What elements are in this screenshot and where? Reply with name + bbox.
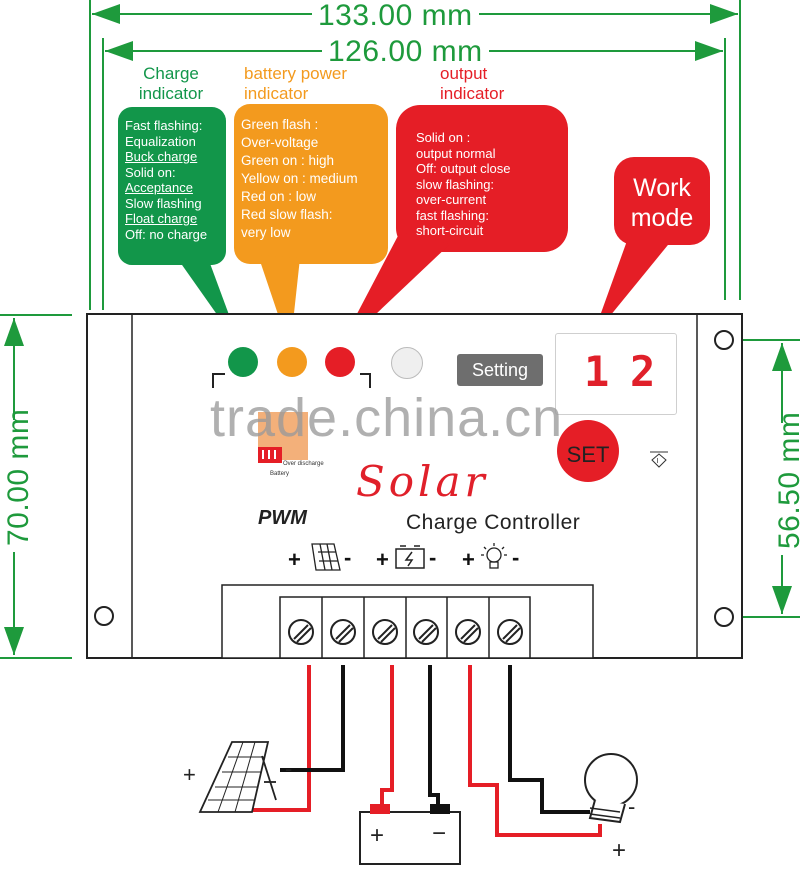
battery-drawing — [359, 804, 461, 865]
battery-indicator-title: battery power indicator — [244, 64, 347, 103]
load-plus-sign: + — [462, 547, 475, 572]
status-led — [391, 347, 423, 379]
output-led — [325, 347, 355, 377]
charge-controller-label: Charge Controller — [406, 511, 581, 534]
load-minus-sign: - — [512, 545, 520, 570]
terminal-block — [221, 584, 594, 659]
mount-hole-bottom-left — [94, 606, 114, 626]
led-bracket — [212, 373, 371, 388]
mode-display: 1 2 — [555, 333, 677, 415]
brand-solar-word: Solar — [356, 457, 489, 506]
battery-minus-sign: - — [429, 545, 437, 570]
mount-hole-top-right — [714, 330, 734, 350]
overall-width-label: 133.00 mm — [312, 0, 479, 32]
solar-plus-sign: + — [288, 547, 301, 572]
charge-indicator-title: Charge indicator — [138, 64, 204, 103]
battery-icon — [395, 545, 425, 569]
inner-width-label: 126.00 mm — [322, 36, 489, 68]
bulb-wire-plus: + — [612, 837, 627, 864]
battery-wire-minus: − — [432, 820, 447, 847]
solar-panel-icon — [311, 543, 341, 571]
bulb-drawing — [584, 753, 638, 824]
battery-indicator-text: Green flash : Over-voltage Green on : hi… — [241, 117, 358, 240]
battery-wire-plus: + — [370, 822, 385, 849]
hole-spacing-label: 56.50 mm — [773, 412, 800, 555]
output-indicator-text: Solid on : output normal Off: output clo… — [416, 130, 511, 238]
solar-panel-drawing — [198, 741, 277, 813]
pwm-label: PWM — [258, 507, 307, 529]
solar-minus-sign: - — [344, 545, 352, 570]
battery-led — [277, 347, 307, 377]
battery-small-label: Battery — [270, 471, 290, 477]
solar-wire-minus: - — [285, 756, 293, 781]
display-digit-2: 2 — [630, 347, 656, 396]
charge-led — [228, 347, 258, 377]
watermark-text: trade.china.cn — [210, 388, 564, 448]
solar-wire-plus: + — [183, 762, 196, 787]
wiring — [212, 665, 602, 837]
battery-status-icon — [258, 412, 308, 463]
svg-text:I: I — [657, 457, 659, 465]
power-icon: I — [650, 451, 668, 468]
over-discharge-label: Over discharge — [283, 461, 324, 467]
setting-button[interactable]: Setting — [457, 354, 543, 386]
mount-hole-bottom-right — [714, 607, 734, 627]
set-button[interactable]: SET — [557, 420, 619, 482]
display-digit-1: 1 — [584, 347, 610, 396]
work-mode-text: Work mode — [630, 174, 694, 232]
charge-indicator-text: Fast flashing: Equalization Buck charge … — [125, 118, 208, 242]
height-label: 70.00 mm — [2, 409, 35, 552]
output-indicator-title: output indicator — [440, 64, 505, 103]
bulb-icon — [481, 543, 507, 569]
bulb-wire-minus: - — [628, 794, 636, 819]
battery-plus-sign: + — [376, 547, 389, 572]
